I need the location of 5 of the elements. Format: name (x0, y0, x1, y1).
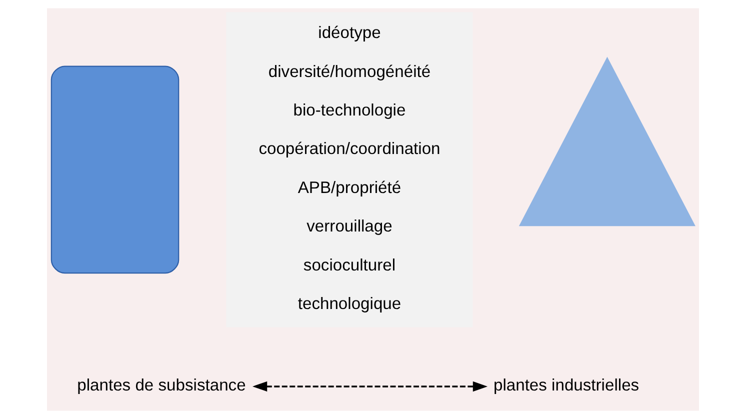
node-box (50, 66, 180, 274)
node-text: plantes de subsistance (77, 375, 246, 394)
node-triangle (518, 56, 696, 226)
arrow (252, 381, 488, 392)
node-text: plantes industrielles (493, 375, 640, 394)
